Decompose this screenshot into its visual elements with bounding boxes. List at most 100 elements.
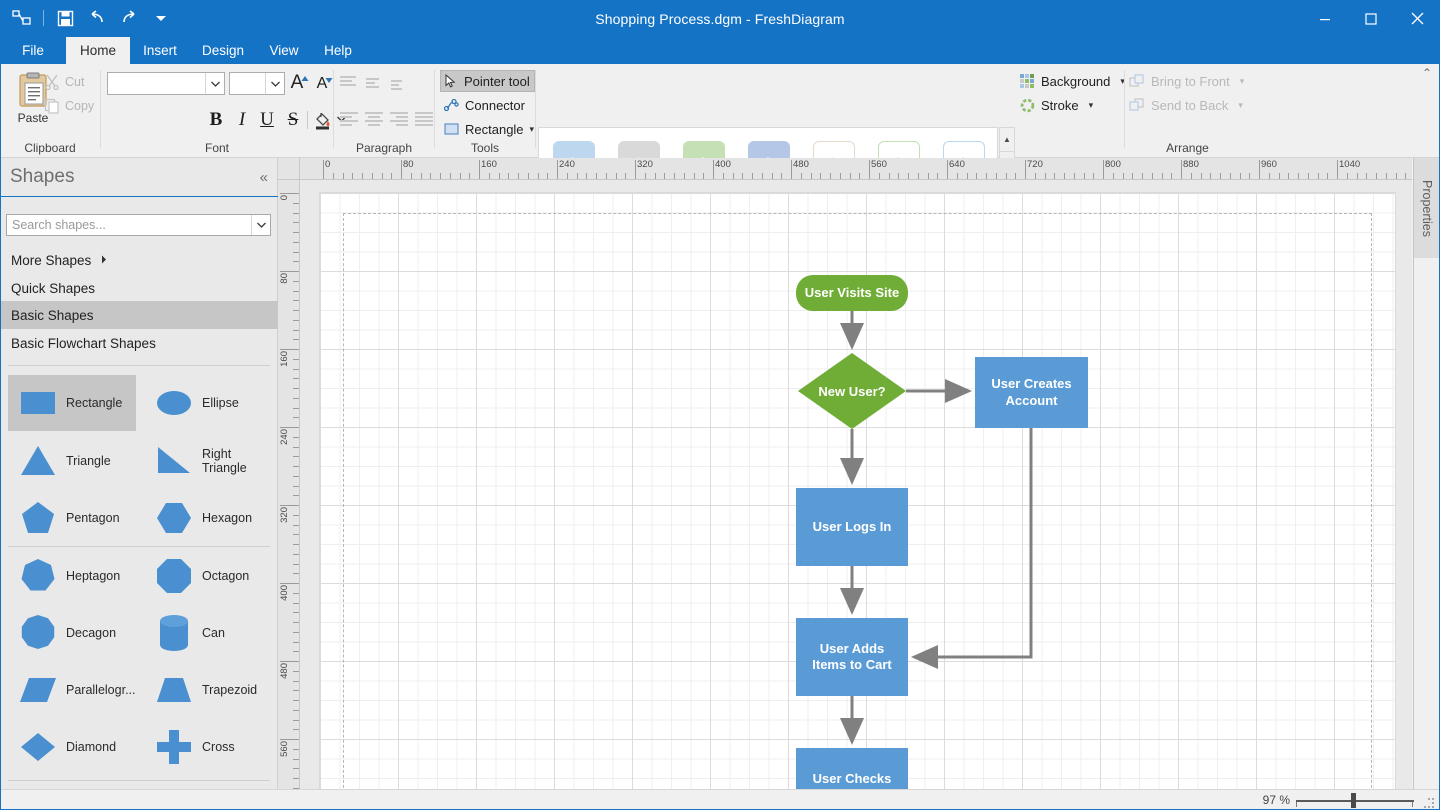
chevron-down-icon[interactable] [205,73,224,94]
sidebar-item-basic-flowchart-shapes[interactable]: Basic Flowchart Shapes [0,329,278,357]
copy-button[interactable]: Copy [44,98,94,114]
maximize-button[interactable] [1348,0,1394,37]
sidebar-item-more-shapes[interactable]: More Shapes [0,246,278,274]
shrink-font-button[interactable]: A [314,73,336,95]
shape-item-triangle[interactable]: Triangle [8,433,136,489]
stroke-icon [1020,98,1035,112]
close-button[interactable] [1394,0,1440,37]
flow-node-new-user[interactable]: New User? [798,353,906,429]
send-to-back-button[interactable]: Send to Back ▾ [1129,94,1243,116]
tab-design[interactable]: Design [201,43,245,58]
tab-home[interactable]: Home [66,37,130,64]
zoom-slider[interactable] [1296,793,1414,808]
flow-node-user-adds-items-to-cart[interactable]: User Adds Items to Cart [796,618,908,696]
sidebar-item-quick-shapes[interactable]: Quick Shapes [0,274,278,302]
font-family-combo[interactable] [107,72,225,95]
shape-item-rectangle[interactable]: Rectangle [8,375,136,431]
save-icon[interactable] [51,5,79,31]
shape-item-diamond[interactable]: Diamond [8,719,136,775]
pointer-tool-button[interactable]: Pointer tool [440,70,535,92]
font-size-combo[interactable] [229,72,285,95]
sidebar-item-label: More Shapes [11,252,92,268]
group-label-font: Font [204,141,229,155]
redo-icon[interactable] [115,5,143,31]
flow-node-user-checks-out[interactable]: User Checks Out [796,748,908,789]
chevron-down-icon[interactable] [265,73,284,94]
diagram-page[interactable]: User Visits Site New User? User Creates … [320,193,1395,789]
properties-tab-label: Properties [1420,179,1434,237]
bring-to-front-caret-icon[interactable]: ▾ [1239,75,1245,86]
shape-item-right-triangle[interactable]: Right Triangle [144,433,272,489]
canvas-area[interactable]: User Visits Site New User? User Creates … [300,180,1412,789]
collapse-panel-icon[interactable]: « [259,168,268,186]
cut-button[interactable]: Cut [44,74,84,90]
gallery-scroll-up-icon[interactable]: ▲ [1000,128,1014,152]
shape-item-octagon[interactable]: Octagon [144,548,272,604]
rectangle-tool-button[interactable]: Rectangle ▾ [441,118,538,140]
shape-item-hexagon[interactable]: Hexagon [144,490,272,546]
zoom-slider-handle[interactable] [1351,793,1357,808]
tab-insert[interactable]: Insert [143,43,177,58]
diamond-shape-icon [16,725,60,769]
sidebar-item-label: Quick Shapes [11,280,96,296]
sidebar-item-basic-shapes[interactable]: Basic Shapes [0,301,278,329]
chevron-right-icon[interactable] [101,255,107,266]
shrink-font-label: A [316,75,328,92]
bullet-list-button[interactable] [340,76,358,90]
chevron-down-icon[interactable] [251,215,270,235]
qat-divider [43,10,44,26]
minimize-button[interactable] [1302,0,1348,37]
shape-item-can[interactable]: Can [144,605,272,661]
ruler-tick-label: 320 [279,507,290,523]
paste-button[interactable]: Paste [6,68,60,140]
properties-tab[interactable]: Properties [1413,158,1440,258]
stroke-button[interactable]: Stroke ▾ [1020,94,1093,116]
multilevel-list-button[interactable] [391,80,403,94]
flow-node-user-visits-site[interactable]: User Visits Site [796,275,908,311]
search-shapes-field[interactable] [6,214,271,236]
rectangle-tool-caret-icon[interactable]: ▾ [529,123,535,134]
align-center-button[interactable] [365,112,383,126]
shape-item-decagon[interactable]: Decagon [8,605,136,661]
strikethrough-button[interactable]: S [287,109,299,130]
background-button[interactable]: Background ▾ [1020,70,1125,92]
shape-item-pentagon[interactable]: Pentagon [8,490,136,546]
text-fill-color-button[interactable] [311,108,335,132]
paste-label: Paste [17,111,49,125]
collapse-ribbon-button[interactable]: ⌃ [1421,66,1432,80]
numbered-list-button[interactable] [366,78,380,92]
resize-grip-icon[interactable] [1424,798,1436,808]
tab-help[interactable]: Help [324,43,352,58]
flow-node-user-logs-in[interactable]: User Logs In [796,488,908,566]
flow-node-user-creates-account[interactable]: User Creates Account [975,357,1088,428]
shape-item-ellipse[interactable]: Ellipse [144,375,272,431]
parallelogram-shape-icon [16,668,60,712]
shape-item-trapezoid[interactable]: Trapezoid [144,662,272,718]
bring-to-front-button[interactable]: Bring to Front ▾ [1129,70,1244,92]
align-right-button[interactable] [390,112,408,126]
shape-item-cross[interactable]: Cross [144,719,272,775]
shape-item-heptagon[interactable]: Heptagon [8,548,136,604]
ruler-tick-label: 640 [949,159,965,170]
background-caret-icon[interactable]: ▾ [1120,75,1125,86]
tab-file[interactable]: File [22,43,44,58]
send-to-back-caret-icon[interactable]: ▾ [1238,99,1243,110]
undo-icon[interactable] [83,5,111,31]
customize-qat-icon[interactable] [147,5,175,31]
tab-view[interactable]: View [269,43,299,58]
grow-font-button[interactable]: A [289,71,311,95]
ruler-tick-label: 480 [279,663,290,679]
italic-button[interactable]: I [238,109,246,130]
stroke-caret-icon[interactable]: ▾ [1088,99,1094,110]
app-logo-icon[interactable] [8,5,36,31]
shape-item-label: Triangle [66,453,111,468]
connector-tool-button[interactable]: Connector [441,94,529,116]
bold-button[interactable]: B [209,109,223,130]
underline-button[interactable]: U [260,109,274,130]
shape-item-parallelogram[interactable]: Parallelogr... [8,662,136,718]
search-input[interactable] [7,215,251,235]
align-justify-button[interactable] [415,112,433,126]
align-left-button[interactable] [340,112,358,126]
